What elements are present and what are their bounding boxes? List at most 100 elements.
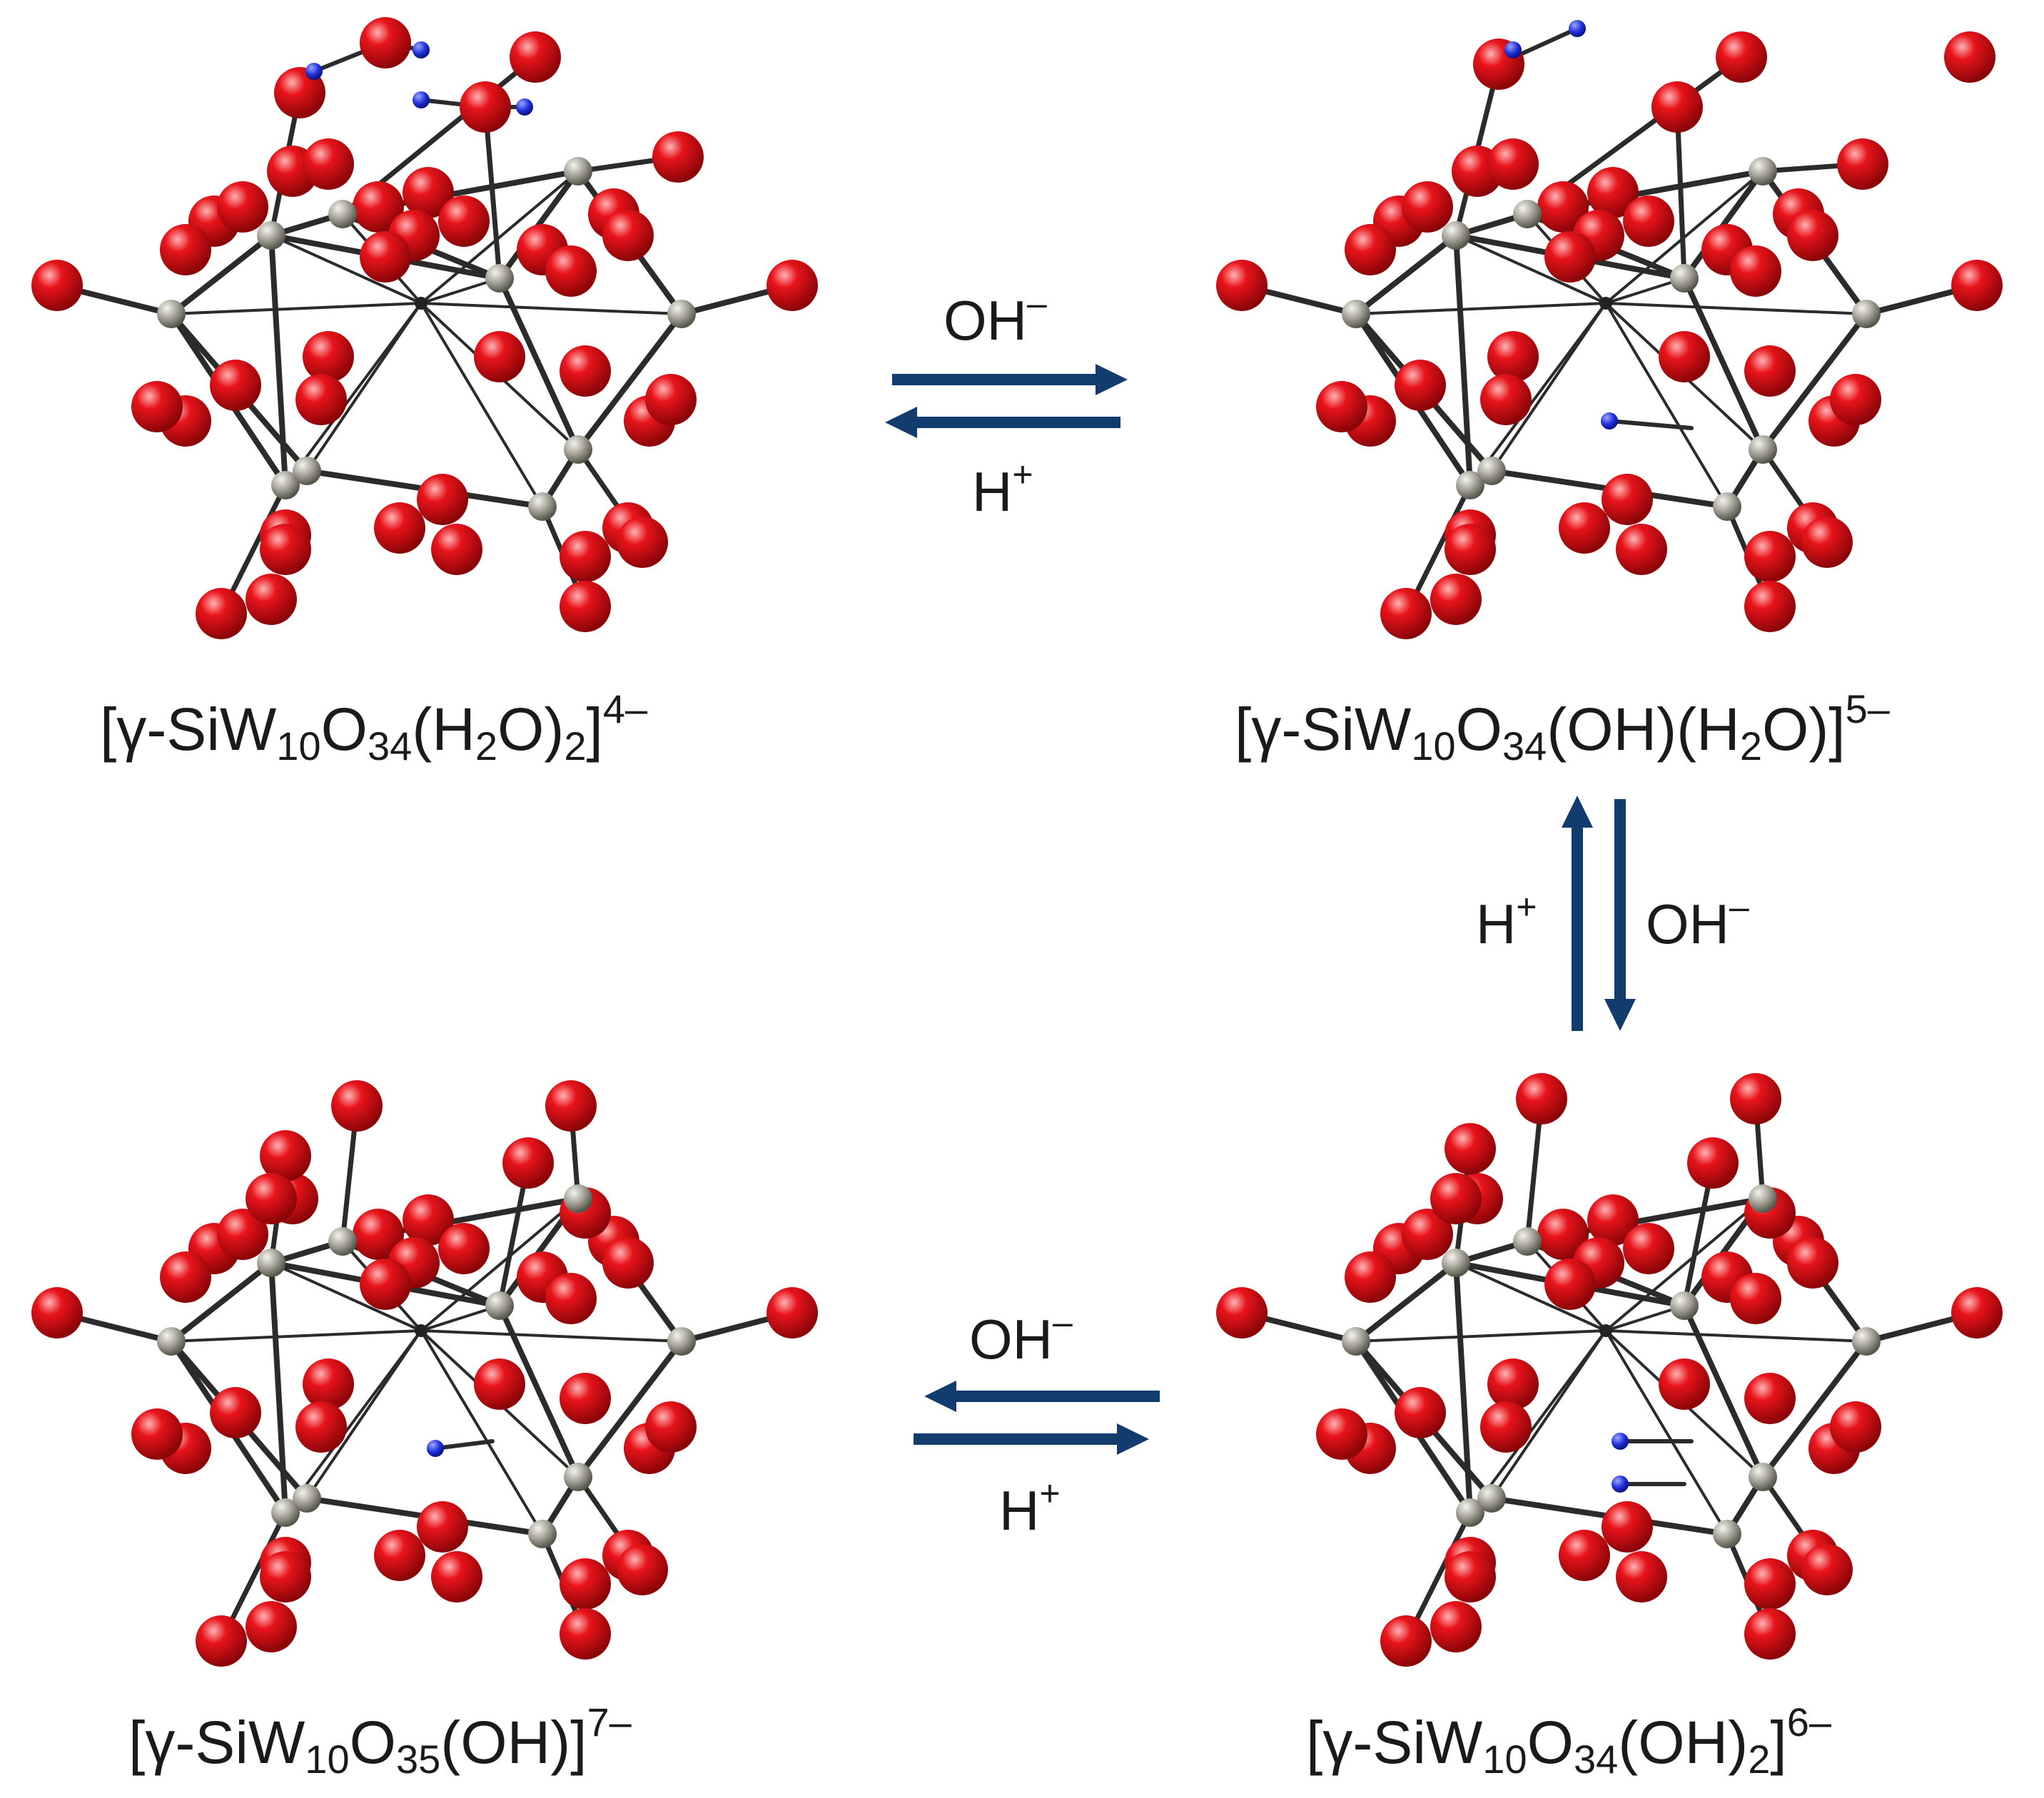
oxygen-atom: [196, 588, 247, 639]
oxygen-atom: [131, 381, 183, 432]
tungsten-atom: [157, 300, 186, 328]
oxygen-atom: [1537, 181, 1589, 233]
arrowhead-backward-top: [885, 407, 917, 438]
oxygen-atom: [645, 374, 697, 425]
atom-layer: [1216, 20, 2003, 639]
hydrogen-atom: [1601, 412, 1618, 430]
hydrogen-atom: [1504, 41, 1522, 59]
oxygen-atom: [1216, 1287, 1268, 1339]
reagent-right-proton: H+: [1476, 887, 1537, 955]
tungsten-atom: [564, 1184, 592, 1213]
tungsten-atom: [1477, 1484, 1506, 1513]
oxygen-atom: [360, 17, 411, 68]
tungsten-atom: [1749, 435, 1777, 464]
formula-label-1: [γ-SiW10O34(H2O)2]4–: [100, 686, 648, 768]
oxygen-atom: [353, 1209, 404, 1260]
oxygen-atom: [260, 1130, 311, 1182]
oxygen-atom: [1830, 1401, 1881, 1453]
oxygen-atom: [1559, 1530, 1610, 1581]
molecule-oh-oh: [1216, 1073, 2003, 1667]
arrowhead-up-right: [1562, 796, 1593, 828]
atom-layer: [31, 17, 818, 639]
oxygen-atom: [374, 1530, 425, 1581]
oxygen-atom: [303, 1358, 354, 1410]
tungsten-atom: [1342, 300, 1370, 328]
oxygen-atom: [617, 1544, 668, 1595]
oxygen-atom: [1951, 1287, 2003, 1339]
oxygen-atom: [403, 167, 454, 218]
oxygen-atom: [766, 260, 818, 311]
oxygen-atom: [1744, 1373, 1796, 1424]
tungsten-atom: [1442, 221, 1470, 250]
oxygen-atom: [196, 1615, 247, 1667]
oxygen-atom: [1744, 1558, 1796, 1610]
oxygen-atom: [246, 1601, 297, 1652]
oxygen-atom: [1487, 331, 1539, 382]
equilibrium-top: [885, 364, 1128, 438]
oxygen-atom: [1602, 1501, 1653, 1553]
oxygen-atom: [1559, 502, 1610, 554]
arrowhead-forward-top: [1096, 364, 1128, 395]
oxygen-atom: [1623, 195, 1674, 247]
reagent-right-hydroxide: OH–: [1646, 887, 1749, 955]
oxygen-atom: [295, 1401, 347, 1453]
oxygen-atom: [1951, 260, 2003, 311]
oxygen-atom: [1616, 1551, 1667, 1603]
oxygen-atom: [210, 1387, 261, 1438]
oxygen-atom: [1801, 1544, 1853, 1595]
tungsten-atom: [1852, 300, 1881, 328]
oxygen-atom: [353, 181, 404, 233]
silicon-atom: [415, 297, 427, 310]
oxygen-atom: [438, 1223, 490, 1274]
oxygen-atom: [438, 195, 490, 247]
hydrogen-atom: [305, 63, 323, 80]
reagent-top-proton: H+: [972, 454, 1033, 523]
tungsten-atom: [667, 1327, 696, 1356]
tungsten-atom: [528, 492, 557, 521]
tungsten-atom: [1513, 200, 1542, 228]
oxygen-atom: [1430, 1173, 1482, 1224]
tungsten-atom: [1477, 457, 1506, 485]
oxygen-atom: [560, 1373, 611, 1424]
oxygen-atom: [374, 502, 425, 554]
tungsten-atom: [564, 157, 592, 186]
oxygen-atom: [217, 181, 268, 233]
oxygen-atom: [1544, 1259, 1596, 1310]
molecule-h2o-h2o: [31, 17, 818, 639]
oxygen-atom: [260, 1551, 311, 1603]
arrowhead-forward-bottom: [1117, 1423, 1149, 1455]
oxygen-atom: [1602, 474, 1653, 525]
oxygen-atom: [210, 360, 261, 411]
oxygen-atom: [360, 231, 411, 283]
reagent-top-hydroxide: OH–: [943, 283, 1047, 352]
tungsten-atom: [564, 435, 592, 464]
hydrogen-atom: [1612, 1433, 1629, 1450]
oxygen-atom: [417, 474, 468, 525]
oxygen-atom: [1651, 81, 1703, 133]
oxygen-atom: [510, 31, 561, 83]
oxygen-atom: [1345, 224, 1396, 275]
tungsten-atom: [271, 471, 300, 499]
formula-label-2: [γ-SiW10O34(OH)(H2O)]5–: [1235, 686, 1890, 768]
tungsten-atom: [1342, 1327, 1370, 1356]
tungsten-atom: [667, 300, 696, 328]
tungsten-atom: [1852, 1327, 1881, 1356]
arrowhead-backward-bottom: [924, 1381, 956, 1412]
oxygen-atom: [1395, 360, 1446, 411]
hydrogen-atom: [516, 98, 533, 116]
oxygen-atom: [274, 67, 325, 118]
oxygen-atom: [502, 1137, 554, 1189]
tungsten-atom: [1749, 1184, 1777, 1213]
oxygen-atom: [1516, 1073, 1567, 1124]
oxygen-atom: [303, 331, 354, 382]
tungsten-atom: [1749, 1463, 1777, 1491]
hydrogen-atom: [1569, 20, 1586, 37]
oxygen-atom: [1944, 31, 1995, 83]
tungsten-atom: [1713, 1520, 1741, 1548]
tungsten-atom: [257, 221, 285, 250]
tungsten-atom: [157, 1327, 186, 1356]
oxygen-atom: [1316, 1408, 1367, 1460]
tungsten-atom: [257, 1249, 285, 1277]
oxygen-atom: [1730, 245, 1781, 297]
